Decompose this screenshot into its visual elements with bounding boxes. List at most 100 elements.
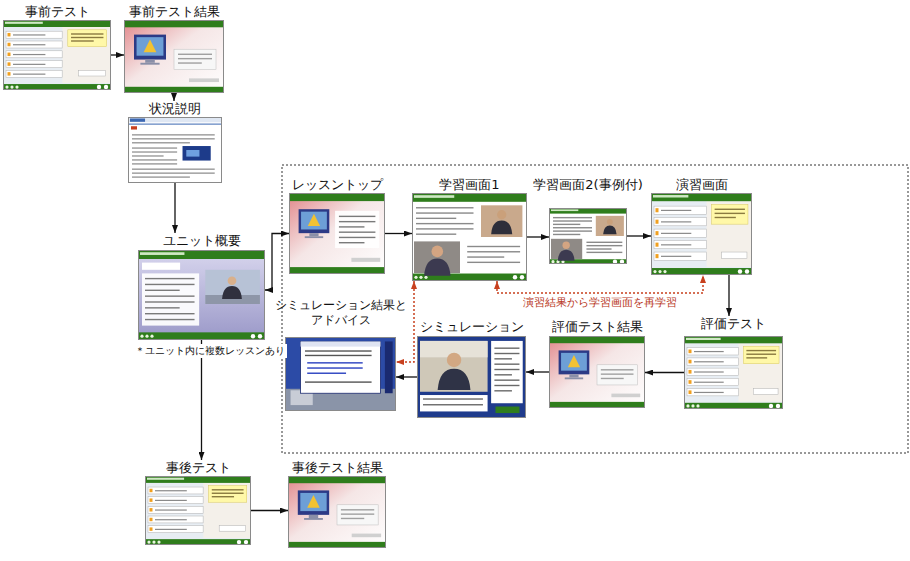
screen-part	[416, 207, 474, 208]
screen-part	[694, 392, 724, 393]
screen-thumbnail	[124, 20, 224, 93]
screen-part	[139, 251, 265, 340]
screen-part	[289, 477, 386, 548]
screen-part	[8, 43, 11, 47]
flow-arrow	[728, 275, 729, 316]
screen-part	[494, 358, 512, 359]
person-body	[424, 259, 450, 276]
screen-part	[124, 20, 224, 93]
nav-dot	[251, 334, 255, 338]
screen-part	[13, 64, 45, 65]
note-label: ＊ユニット内に複数レッスンあり	[133, 344, 287, 358]
screen-node: 事後テスト	[145, 460, 251, 545]
screen-part	[142, 273, 199, 325]
nav-dot	[686, 404, 689, 407]
screen-thumbnail	[549, 208, 627, 264]
screen-part	[684, 336, 783, 343]
screen-node: シミュレーション結果と アドバイス	[285, 298, 396, 411]
flow-arrow	[385, 233, 412, 234]
screen-part	[689, 390, 692, 394]
nav-dot	[769, 404, 773, 408]
screen-part	[212, 493, 244, 494]
screen-part	[68, 30, 107, 47]
screen-part	[416, 223, 474, 224]
screen-part	[467, 246, 520, 247]
screen-part	[339, 221, 375, 222]
screen-part	[551, 209, 578, 211]
screen-part	[586, 248, 611, 249]
screen-part	[661, 233, 691, 234]
screen-part	[4, 21, 111, 90]
screen-part	[553, 217, 592, 218]
screen-part	[6, 61, 62, 68]
screen-part	[553, 234, 580, 235]
screen-thumbnail	[417, 336, 526, 418]
screen-part	[416, 212, 474, 213]
screen-part	[125, 21, 224, 93]
screen-part	[132, 172, 215, 173]
screen-part	[3, 20, 111, 27]
screen-part	[145, 476, 251, 545]
screen-part	[147, 478, 184, 480]
edge-label: 演習結果から学習画面を再学習	[521, 296, 679, 310]
screen-node: 学習画面2(事例付)	[549, 177, 627, 264]
person-head	[228, 276, 237, 285]
screen-part	[418, 337, 526, 418]
screen-caption: 事前テスト結果	[129, 4, 220, 20]
screen-part	[707, 201, 752, 267]
screen-part	[586, 242, 622, 243]
screen-part	[301, 341, 381, 393]
screen-part	[289, 193, 385, 201]
screen-node: 事前テスト結果	[124, 4, 224, 93]
screen-thumbnail	[549, 336, 645, 408]
screen-thumbnail	[412, 193, 527, 281]
screen-thumbnail	[412, 193, 527, 281]
screen-part	[219, 526, 246, 532]
screen-part	[743, 346, 779, 364]
person-body	[558, 250, 575, 261]
screen-part	[150, 498, 153, 501]
screen-part	[339, 231, 375, 232]
screen-part	[8, 72, 11, 76]
screen-caption: シミュレーション	[420, 319, 524, 335]
screen-part	[145, 290, 180, 291]
screen-part	[71, 33, 103, 34]
screen-caption: 事前テスト	[25, 4, 90, 20]
screen-part	[128, 117, 222, 183]
screen-part	[494, 353, 519, 354]
nav-dot	[691, 404, 694, 407]
person-head	[431, 246, 443, 258]
screen-part	[5, 22, 43, 24]
screen-part	[685, 337, 783, 409]
nav-dot	[150, 335, 153, 338]
screen-part	[124, 20, 224, 27]
screen-part	[6, 51, 62, 58]
screen-part	[6, 41, 62, 48]
screen-part	[694, 371, 724, 372]
screen-part	[559, 350, 590, 374]
screen-part	[722, 252, 747, 259]
person-body	[222, 286, 242, 299]
screen-part	[746, 357, 767, 358]
screen-part	[661, 221, 691, 222]
screen-part	[569, 374, 578, 377]
screen-part	[307, 362, 363, 363]
screen-part	[423, 398, 483, 399]
screen-part	[416, 218, 456, 219]
screen-part	[494, 374, 512, 375]
screen-part	[134, 35, 166, 60]
nav-dot	[663, 270, 666, 273]
screen-part	[146, 477, 251, 545]
screen-caption: 学習画面1	[439, 177, 499, 193]
screen-part	[601, 369, 634, 370]
screen-part	[339, 226, 365, 227]
screen-part	[586, 245, 622, 246]
flow-arrow	[396, 376, 417, 377]
screen-node: 状況説明	[128, 101, 222, 183]
nav-dot	[147, 541, 150, 544]
screen-thumbnail	[288, 476, 386, 548]
screen-thumbnail	[684, 336, 783, 409]
screen-part	[145, 60, 155, 63]
screen-part	[687, 378, 738, 385]
